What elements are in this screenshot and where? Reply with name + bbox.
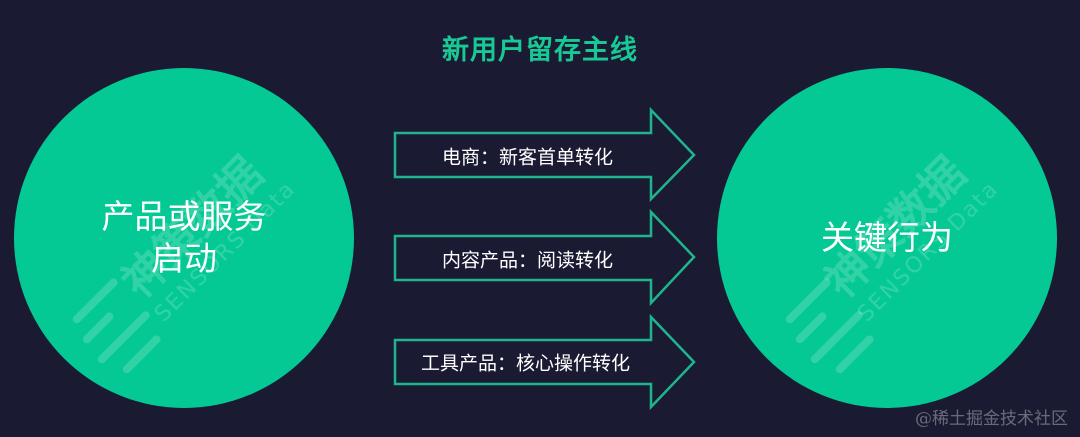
arrow-label-tool: 工具产品：核心操作转化 [421,352,631,375]
arrow-shape-2 [393,208,696,307]
start-label-line2: 启动 [151,239,217,278]
source-watermark: @稀土掘金技术社区 [915,409,1068,429]
key-action-circle: 神策数据 SENSORS Data 关键行为 [717,68,1057,408]
start-circle: 神策数据 SENSORS Data 产品或服务 启动 [14,68,354,408]
diagram-title: 新用户留存主线 [442,35,638,66]
start-label-line1: 产品或服务 [101,197,267,236]
arrow-shape-3 [393,313,696,411]
arrow-label-ecommerce: 电商：新客首单转化 [442,146,614,169]
start-circle-label: 产品或服务 启动 [14,196,354,280]
arrow-label-content: 内容产品：阅读转化 [442,249,614,272]
key-action-label: 关键行为 [821,218,953,257]
arrow-shape-1 [393,106,696,203]
